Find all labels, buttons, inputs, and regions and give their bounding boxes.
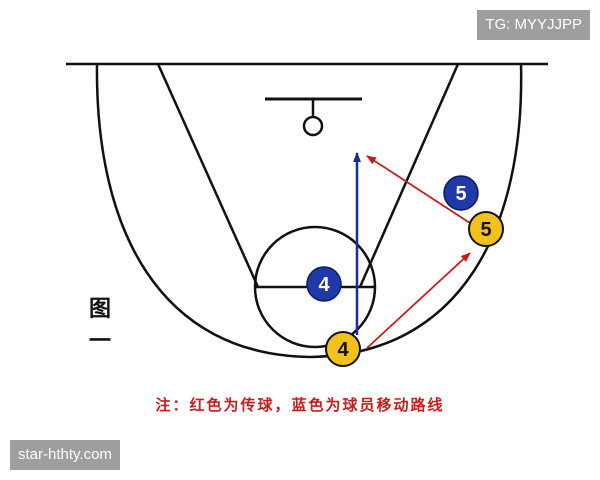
legend-note: 注：红色为传球，蓝色为球员移动路线 — [155, 396, 445, 414]
defender-5-number: 5 — [455, 183, 466, 205]
rim — [302, 115, 324, 137]
offense-player-4-number: 4 — [337, 339, 349, 361]
figure-label-char-1: 图 — [88, 296, 111, 322]
defender-4: 4 — [306, 266, 342, 302]
offense-player-5-number: 5 — [480, 219, 491, 241]
pass-line-4-to-5 — [366, 252, 471, 349]
figure-label-char-2: 一 — [88, 328, 111, 354]
watermark-top-right: TG: MYYJJPP — [477, 10, 590, 40]
lane-line-left — [156, 63, 260, 288]
offense-player-5: 5 — [468, 211, 504, 247]
pass-line-5-to-post — [366, 155, 474, 226]
lane-line-right — [358, 63, 460, 288]
defender-5: 5 — [443, 175, 479, 211]
offense-player-4: 4 — [325, 331, 361, 367]
three-point-line — [95, 63, 523, 359]
watermark-bottom-left: star-hthty.com — [10, 440, 120, 470]
defender-4-number: 4 — [318, 274, 330, 296]
